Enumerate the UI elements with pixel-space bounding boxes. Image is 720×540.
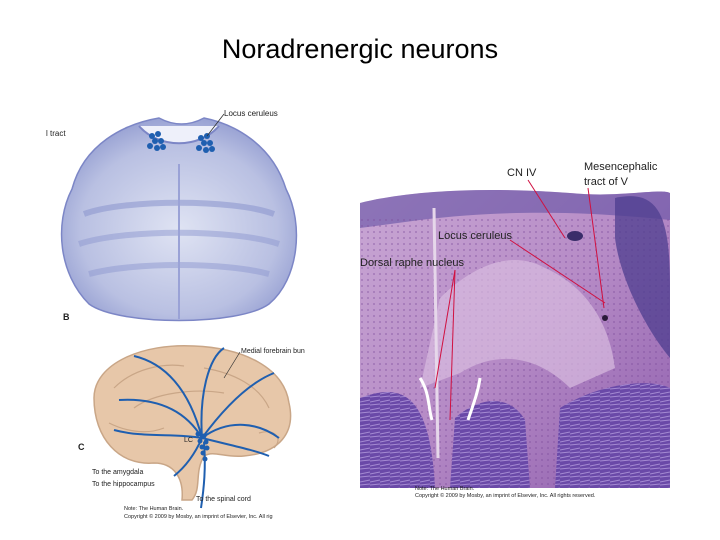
histology-figure: CN IV Mesencephalic tract of V Locus cer…: [360, 158, 670, 499]
note-histo: Note: The Human Brain.: [415, 486, 475, 492]
lc-dots: [195, 431, 210, 462]
slide-title: Noradrenergic neurons: [221, 34, 499, 64]
tract-of-v-label: tract of V: [584, 176, 629, 188]
note-c: Note: The Human Brain.: [124, 506, 184, 512]
locus-dots-left: [147, 131, 166, 151]
spinal-label: To the spinal cord: [196, 496, 251, 503]
copyright-histo: Copyright © 2009 by Mosby, an imprint of…: [415, 492, 596, 499]
hippocampus-label: To the hippocampus: [92, 481, 155, 488]
noradrenergic-pathways: [113, 347, 280, 509]
raphe-label: Dorsal raphe nucleus: [360, 257, 464, 269]
copyright-c: Copyright © 2009 by Mosby, an imprint of…: [124, 513, 273, 520]
mfb-label: Medial forebrain bun: [241, 348, 305, 355]
amygdala-label: To the amygdala: [92, 469, 143, 476]
tract-label: l tract: [46, 129, 66, 138]
panel-letter-b: B: [63, 312, 70, 322]
panel-letter-c: C: [78, 442, 85, 452]
cn4-label: CN IV: [507, 167, 537, 179]
lc-label: LC: [184, 437, 193, 444]
pons-section-figure: Locus ceruleus l tract B: [46, 109, 298, 322]
locus-label-histo: Locus ceruleus: [438, 230, 512, 242]
brain-outline: [93, 344, 292, 501]
pointer-lines: [434, 179, 606, 421]
brain-pathway-figure: Medial forebrain bun LC C To the amygdal…: [78, 344, 305, 520]
aqueduct-region: [420, 259, 615, 388]
locus-dots-right: [196, 133, 215, 153]
mesencephalic-label: Mesencephalic: [584, 161, 658, 173]
locus-label-b: Locus ceruleus: [224, 109, 278, 118]
